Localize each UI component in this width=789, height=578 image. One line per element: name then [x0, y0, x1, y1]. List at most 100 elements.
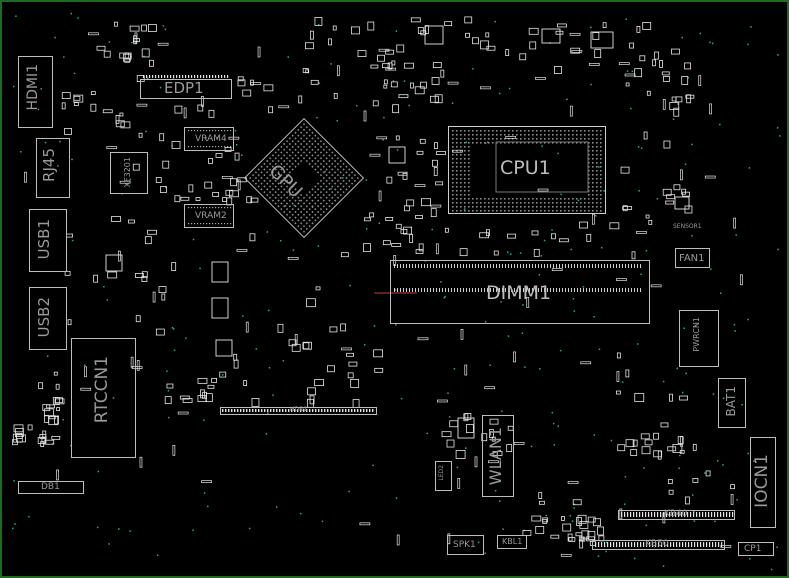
- vram4-chip[interactable]: [184, 127, 234, 151]
- dimm-pin: [553, 264, 554, 268]
- bat-connector[interactable]: [718, 378, 746, 428]
- cpu-ball: [588, 170, 590, 172]
- db-connector[interactable]: [18, 481, 84, 494]
- pad: [622, 205, 628, 212]
- via: [553, 444, 556, 446]
- usb2-connector[interactable]: [29, 287, 67, 350]
- passive: [588, 63, 600, 66]
- rj45-connector[interactable]: [36, 138, 70, 198]
- pad: [243, 380, 248, 386]
- pad: [158, 286, 167, 293]
- gpu-ball: [302, 196, 306, 199]
- pad: [414, 86, 425, 95]
- passive: [484, 386, 496, 390]
- pad: [531, 515, 542, 522]
- kb40-pin: [645, 512, 647, 517]
- dimm-pin: [460, 288, 461, 292]
- kb50-connector[interactable]: [592, 540, 725, 550]
- dimm-pin: [502, 264, 503, 268]
- gpu-ball: [314, 219, 317, 222]
- cpu-ball: [452, 158, 454, 160]
- kb40-connector[interactable]: [618, 510, 735, 520]
- edp-pin: [203, 75, 205, 78]
- gpu-ball: [305, 154, 308, 157]
- cpu-ball: [556, 134, 558, 136]
- gpu-ball: [288, 205, 291, 208]
- via: [711, 42, 714, 45]
- cpu-ball: [476, 142, 478, 144]
- via: [63, 56, 65, 58]
- gpu-ball: [288, 159, 291, 163]
- via: [610, 439, 613, 442]
- dimm-pin: [466, 264, 467, 268]
- gpu-ball: [288, 148, 291, 151]
- vram2-chip[interactable]: [184, 204, 234, 228]
- cpu-ball: [600, 158, 602, 160]
- gpu-ball: [331, 196, 334, 199]
- cpu-ball: [552, 134, 554, 136]
- pad: [207, 384, 215, 389]
- passive: [560, 553, 572, 557]
- gpu-ball: [308, 145, 311, 149]
- dimm-pin: [424, 288, 425, 292]
- passive: [480, 86, 491, 90]
- gpu-ball: [254, 176, 258, 180]
- gpu-ball: [328, 205, 331, 208]
- iocn-connector[interactable]: [750, 437, 776, 528]
- via: [712, 393, 715, 395]
- dimm-pin: [412, 264, 413, 268]
- gpu-ball: [302, 151, 306, 154]
- gpu-ball: [283, 210, 286, 214]
- vram-ball: [206, 207, 208, 209]
- via: [638, 190, 640, 192]
- kb50-pin: [694, 542, 696, 547]
- via: [192, 238, 195, 241]
- cpu-ball: [452, 166, 454, 168]
- pad: [197, 377, 208, 384]
- dimm-pin: [397, 288, 398, 292]
- pad: [73, 95, 81, 101]
- vram-ball: [209, 146, 211, 148]
- edp-connector[interactable]: [140, 79, 232, 99]
- gpu-ball: [305, 210, 308, 214]
- gpu-ball: [333, 176, 337, 180]
- cpu-ball: [588, 178, 590, 180]
- spk-connector[interactable]: [447, 535, 484, 555]
- dimm-pin: [517, 288, 518, 292]
- gpu-ball: [314, 207, 317, 211]
- hdd-pin: [264, 409, 266, 412]
- rtccn-connector[interactable]: [71, 338, 136, 458]
- fan-connector[interactable]: [675, 248, 710, 268]
- hdd-connector[interactable]: [220, 407, 377, 415]
- via: [203, 492, 206, 494]
- cpu-ball: [592, 146, 594, 148]
- led-part[interactable]: [435, 461, 452, 491]
- usb1-connector[interactable]: [29, 209, 67, 272]
- passive: [221, 176, 233, 179]
- cpu-ball: [588, 146, 590, 148]
- via: [159, 86, 162, 89]
- pwrcn-connector[interactable]: [679, 310, 719, 367]
- dimm-slot[interactable]: [390, 260, 650, 324]
- dimm-pin: [538, 264, 539, 268]
- gpu-ball: [311, 142, 314, 146]
- pad: [558, 238, 569, 243]
- kbl-connector[interactable]: [497, 535, 527, 549]
- wlan-slot[interactable]: [482, 415, 514, 497]
- pad: [188, 184, 194, 193]
- xf-chip[interactable]: [110, 152, 148, 194]
- gpu-ball: [300, 148, 303, 151]
- hdd-pin: [342, 409, 344, 412]
- pad: [367, 21, 375, 31]
- cpu-ball: [520, 206, 522, 208]
- kb40-pin: [720, 512, 722, 517]
- cpu-ball: [456, 202, 458, 204]
- gpu-ball: [317, 165, 320, 168]
- cpu-ball: [508, 210, 510, 212]
- cp-connector[interactable]: [738, 542, 774, 556]
- via: [106, 299, 109, 301]
- cpu-chip[interactable]: [448, 126, 606, 214]
- hdmi-connector[interactable]: [18, 56, 53, 128]
- cpu-ball: [536, 142, 538, 144]
- via: [640, 273, 642, 275]
